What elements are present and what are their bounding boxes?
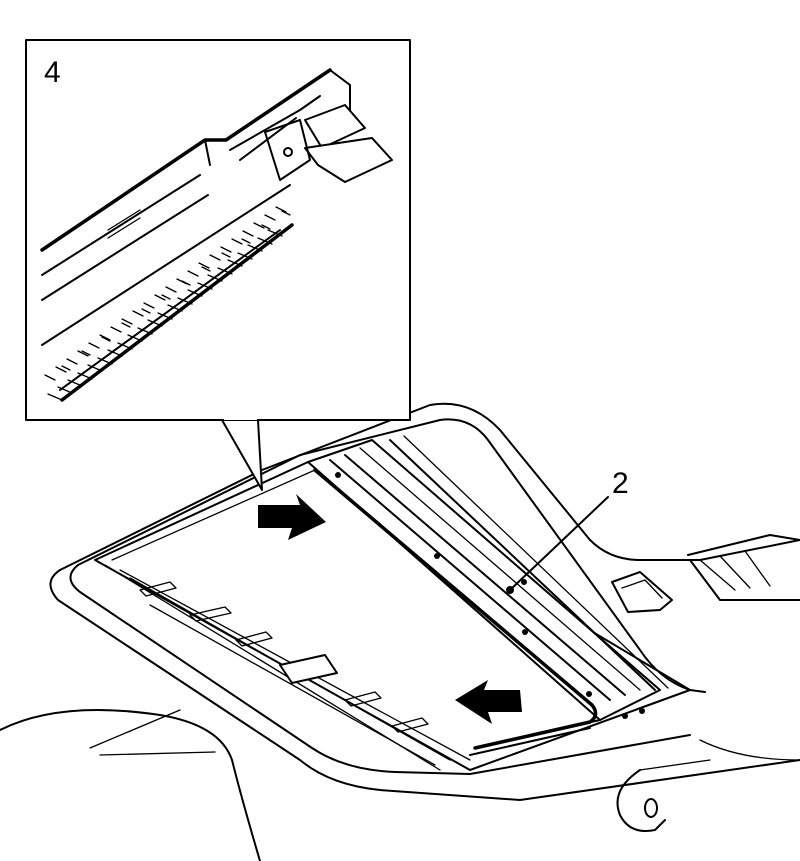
callout-label-2: 2: [612, 467, 629, 500]
arrow-icon: [258, 494, 326, 540]
detail-inset: 4: [25, 39, 411, 491]
rail-detail: [40, 68, 393, 402]
sunroof-opening: [94, 461, 691, 771]
headliner-outline: [49, 402, 800, 801]
arrow-icon: [455, 680, 522, 724]
callout-label-4: 4: [44, 56, 61, 89]
rear-trim: [687, 534, 800, 601]
callout-2-leader: [506, 496, 609, 594]
front-trim-slots: [139, 581, 436, 766]
brush-hatching: [44, 206, 291, 401]
sunshade-panel: [307, 435, 669, 756]
grab-handle: [611, 571, 673, 613]
hook: [616, 759, 711, 832]
seat-outline: [0, 709, 261, 861]
